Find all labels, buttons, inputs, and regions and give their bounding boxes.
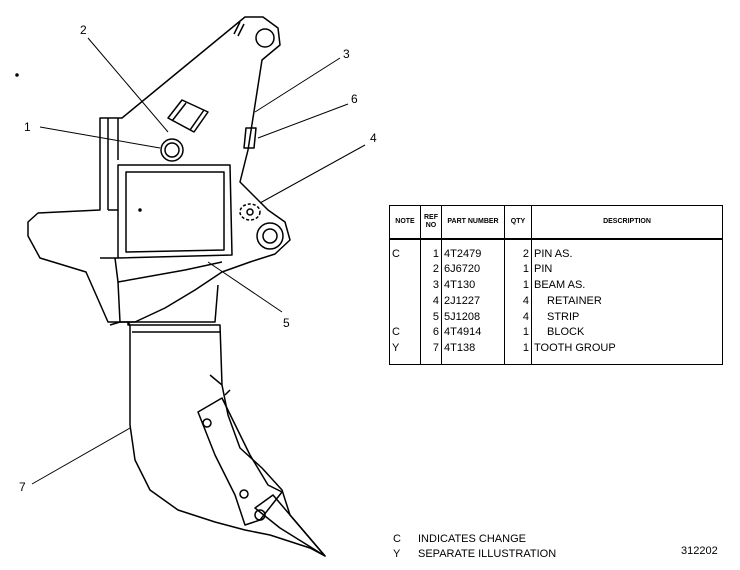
table-row: 2 6J6720 1 PIN [390, 262, 723, 278]
leader-3 [254, 57, 341, 113]
leader-5 [207, 261, 283, 313]
cell-note: C [392, 326, 400, 339]
cell-ref: 5 [420, 309, 442, 326]
callout-3: 3 [343, 47, 350, 61]
cell-ref: 1 [420, 246, 442, 263]
cell-ref: 4 [420, 293, 442, 310]
cell-desc: BLOCK [531, 325, 723, 341]
cell-note [390, 278, 421, 294]
cell-part: 2J1227 [441, 293, 505, 310]
beam-outline [27, 16, 291, 323]
cell-qty: 1 [504, 262, 532, 278]
header-qty: QTY [504, 205, 532, 240]
block-6 [243, 127, 257, 149]
table-row: 3 4T130 1 BEAM AS. [390, 277, 723, 294]
leader-4 [259, 144, 366, 204]
table-row: C 1 4T2479 2 PIN AS. [390, 246, 723, 263]
tooth-tip [254, 494, 326, 557]
cell-note: C [392, 247, 400, 260]
header-description: DESCRIPTION [531, 205, 723, 240]
cell-note [390, 309, 421, 325]
cell-ref: 3 [420, 277, 442, 294]
cell-note: Y [392, 342, 400, 355]
cell-part: 4T138 [441, 340, 505, 357]
legend-text: INDICATES CHANGE [418, 533, 526, 545]
header-note: NOTE [389, 205, 421, 240]
retainer-square [167, 99, 209, 133]
legend: C INDICATES CHANGE Y SEPARATE ILLUSTRATION [393, 532, 556, 562]
table-row: 5 5J1208 4 STRIP [390, 309, 723, 326]
cell-desc: TOOTH GROUP [531, 340, 723, 357]
callout-2: 2 [80, 23, 87, 37]
header-ref-no: REF NO [420, 205, 442, 240]
table-row: 4 2J1227 4 RETAINER [390, 293, 723, 310]
legend-text: SEPARATE ILLUSTRATION [418, 548, 557, 560]
leader-7 [31, 427, 131, 485]
top-pin-hole [255, 28, 275, 48]
pin-1 [160, 138, 184, 162]
callout-7: 7 [19, 480, 26, 494]
callout-5: 5 [283, 316, 290, 330]
callout-6: 6 [351, 92, 358, 106]
parts-table: NOTE REF NO PART NUMBER QTY DESCRIPTION … [389, 205, 723, 365]
cell-qty: 4 [504, 293, 532, 310]
leader-1 [39, 126, 161, 149]
lower-pin-hole [256, 222, 284, 250]
leader-6 [257, 103, 349, 139]
cell-desc: RETAINER [531, 293, 723, 310]
cell-part: 4T130 [441, 277, 505, 294]
legend-code: C [393, 533, 401, 545]
cell-qty: 4 [504, 309, 532, 326]
leader-2 [87, 37, 169, 133]
callout-1: 1 [24, 120, 31, 134]
cell-qty: 2 [504, 246, 532, 263]
cell-ref: 7 [420, 340, 442, 357]
table-row: Y 7 4T138 1 TOOTH GROUP [390, 340, 723, 357]
cell-qty: 1 [504, 325, 532, 341]
cell-desc: PIN AS. [531, 246, 723, 263]
cell-part: 6J6720 [441, 262, 505, 278]
cell-qty: 1 [504, 277, 532, 294]
table-header-row: NOTE REF NO PART NUMBER QTY DESCRIPTION [389, 205, 723, 240]
adapter-plate [197, 397, 283, 526]
cell-note [390, 294, 421, 310]
cell-note [390, 262, 421, 278]
callout-4: 4 [370, 131, 377, 145]
table-row: C 6 4T4914 1 BLOCK [390, 325, 723, 341]
legend-item: C INDICATES CHANGE [393, 532, 556, 547]
legend-item: Y SEPARATE ILLUSTRATION [393, 547, 556, 562]
retainer-4 [239, 203, 261, 221]
cell-qty: 1 [504, 340, 532, 357]
cell-desc: BEAM AS. [531, 277, 723, 294]
cell-ref: 6 [420, 325, 442, 341]
cell-ref: 2 [420, 262, 442, 278]
cell-part: 4T2479 [441, 246, 505, 263]
cell-part: 4T4914 [441, 325, 505, 341]
legend-code: Y [393, 548, 401, 560]
cell-part: 5J1208 [441, 309, 505, 326]
center-box [117, 164, 233, 259]
cell-desc: STRIP [531, 309, 723, 326]
figure-number: 312202 [681, 545, 718, 557]
cell-desc: PIN [531, 262, 723, 278]
header-part-number: PART NUMBER [441, 205, 505, 240]
